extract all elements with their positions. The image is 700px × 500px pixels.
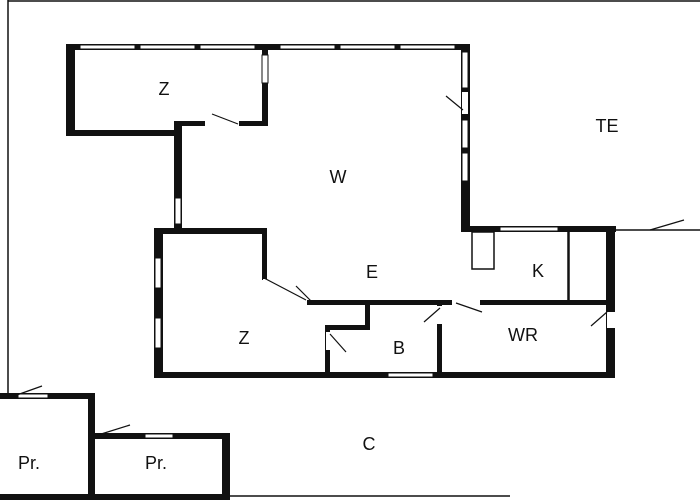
- windows: [17, 44, 559, 439]
- room-label-b: B: [393, 338, 405, 358]
- room-label-pr-right: Pr.: [145, 453, 167, 473]
- doors: [13, 92, 685, 436]
- room-label-w: W: [330, 167, 347, 187]
- room-label-z-lower: Z: [239, 328, 250, 348]
- site-boundary: [7, 0, 700, 497]
- walls: [0, 44, 616, 500]
- room-label-te: TE: [595, 116, 618, 136]
- room-label-e: E: [366, 262, 378, 282]
- room-label-k: K: [532, 261, 544, 281]
- room-label-c: C: [363, 434, 376, 454]
- room-label-z-upper: Z: [159, 79, 170, 99]
- room-label-pr-left: Pr.: [18, 453, 40, 473]
- room-labels: Z W TE E K Z B WR C Pr. Pr.: [18, 79, 619, 473]
- room-label-wr: WR: [508, 325, 538, 345]
